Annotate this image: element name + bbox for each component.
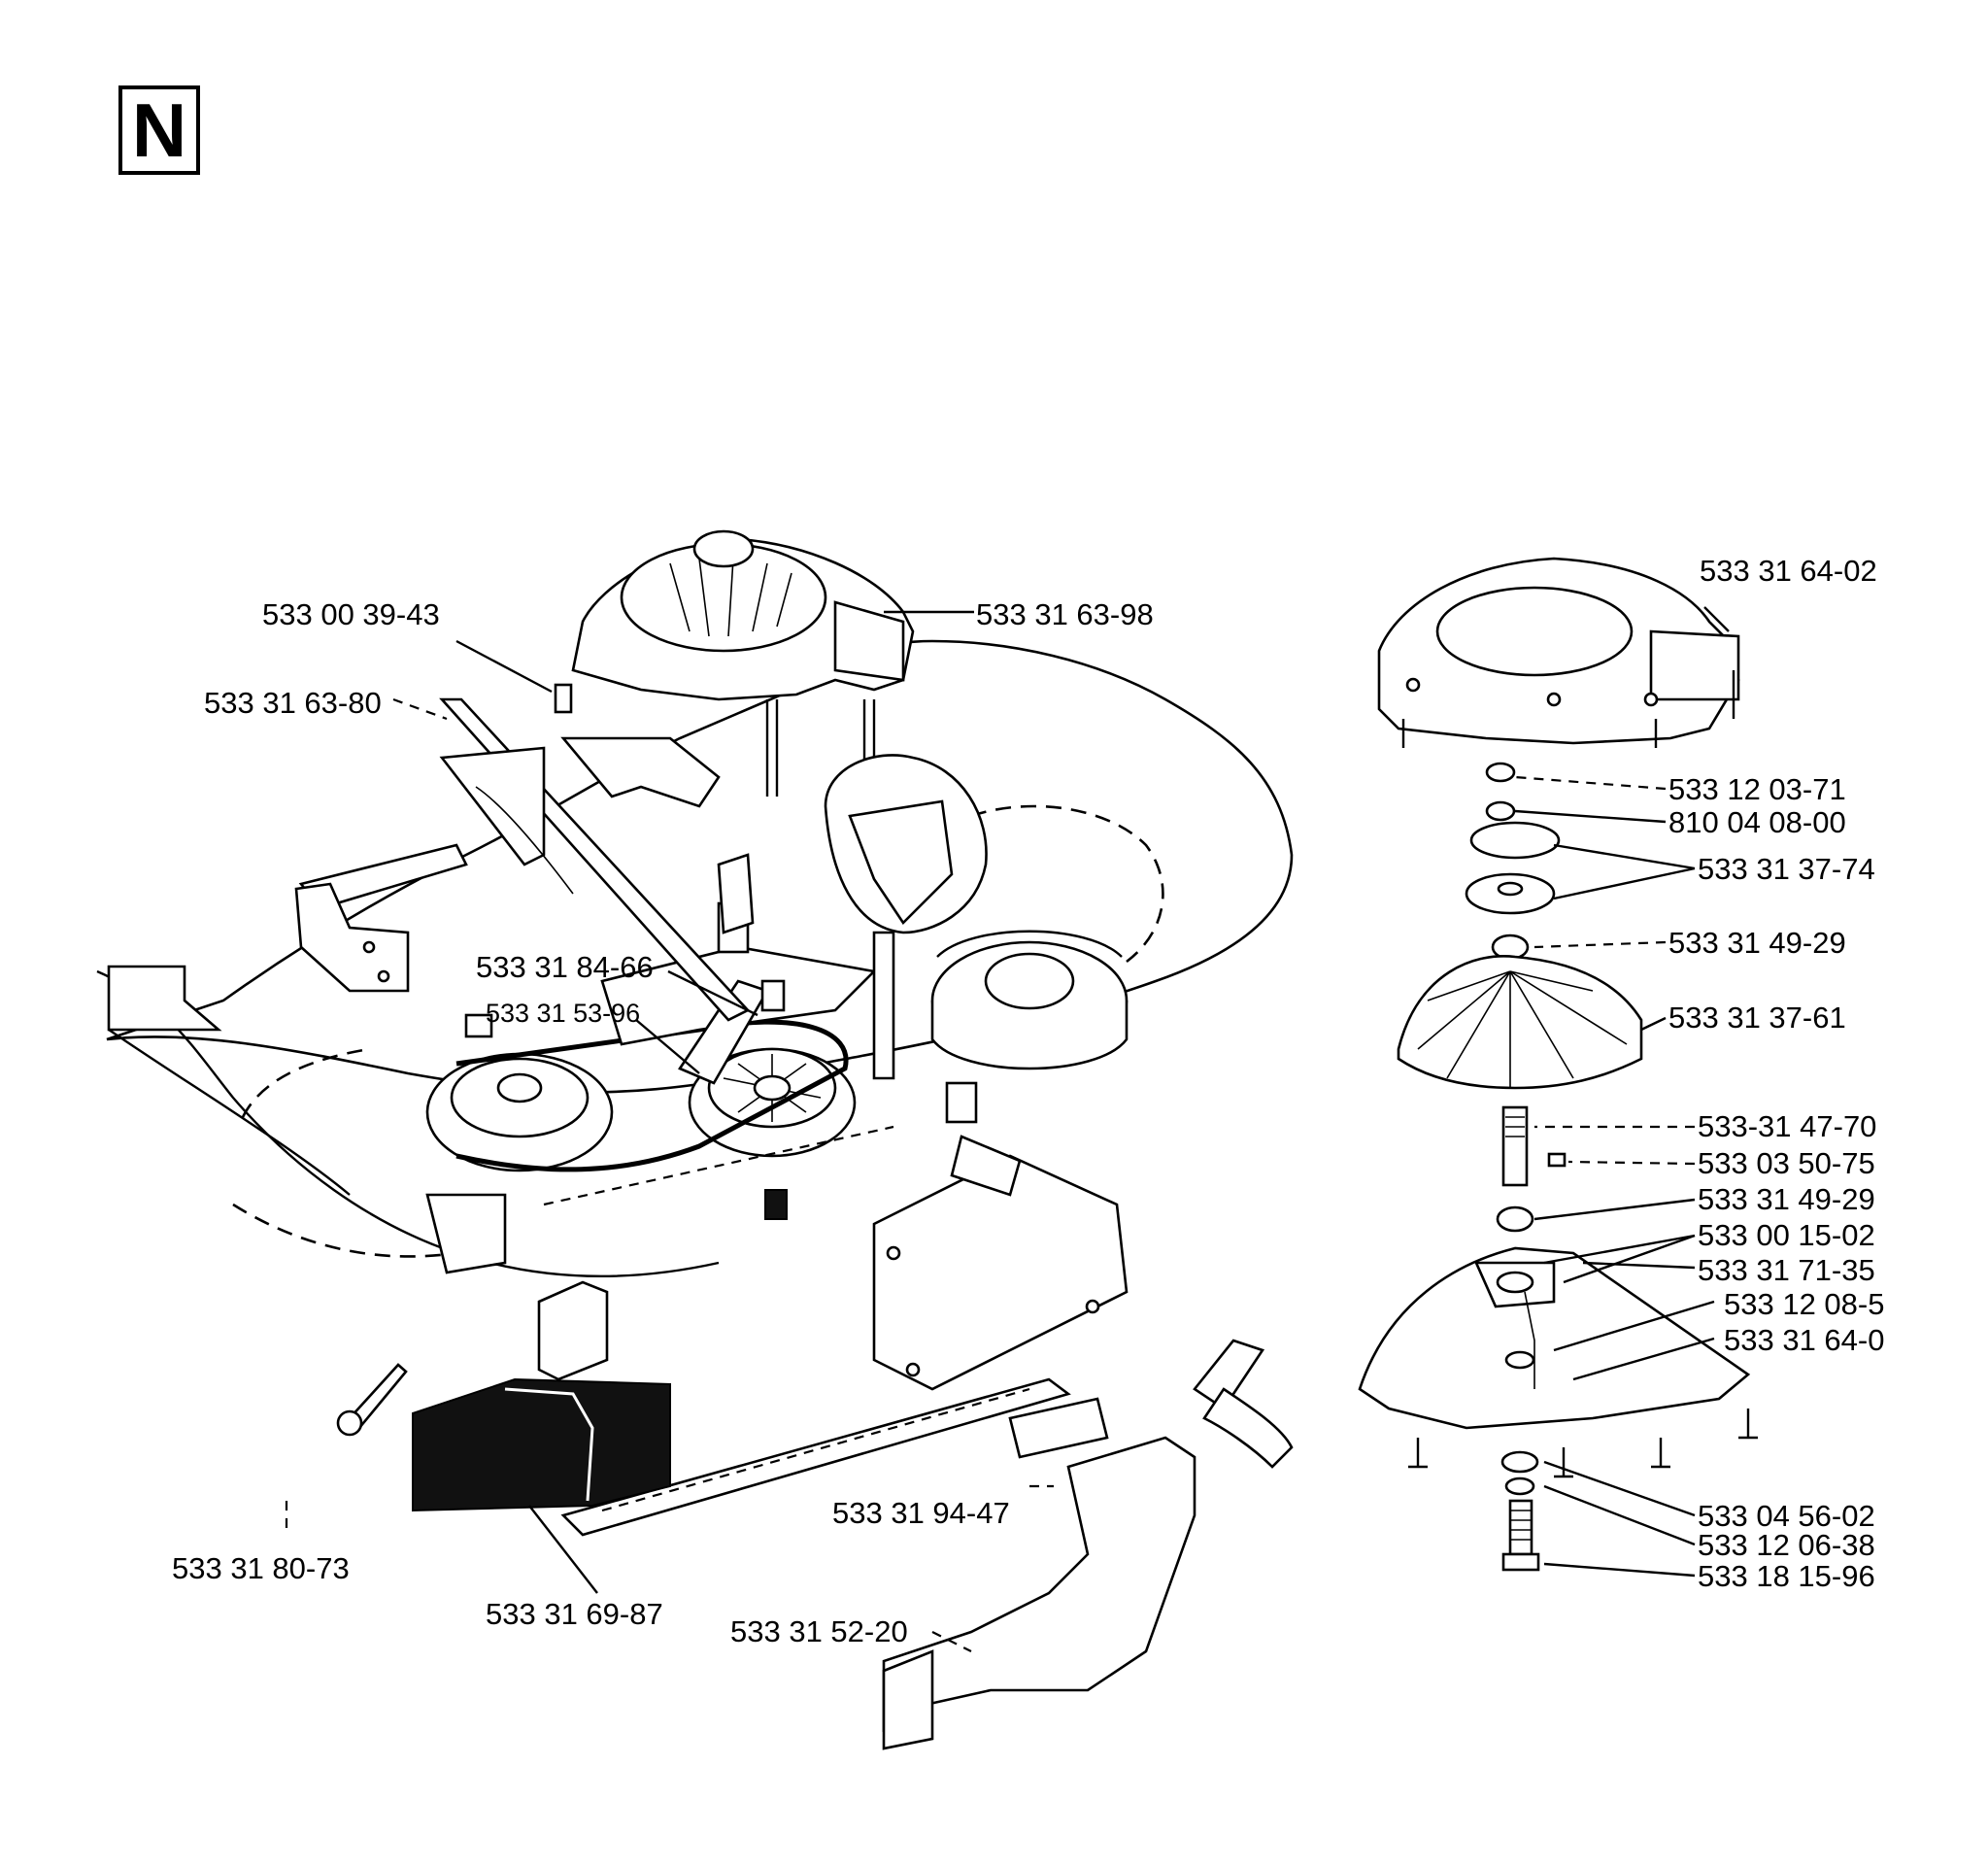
collection-tube <box>336 1339 1294 1750</box>
deck-outer-sweep <box>96 969 720 1278</box>
callout-label: 533 31 63-98 <box>976 597 1154 631</box>
bearing-lower <box>1496 1205 1534 1233</box>
spindle-shaft <box>1501 1105 1529 1187</box>
bolt-bottom <box>1508 1499 1533 1556</box>
pulley-guard <box>824 754 988 934</box>
deck-rail <box>560 1377 1071 1537</box>
washer-bottom <box>1500 1450 1539 1474</box>
callout-label: 810 04 08-00 <box>1668 805 1846 839</box>
deck-mount-bracket <box>537 1280 609 1381</box>
callout-label: 533 31 84-66 <box>476 950 654 984</box>
callout-label: 533 31 64-02 <box>1700 554 1877 588</box>
callout-label: 533 31 49-29 <box>1668 926 1846 960</box>
callout-label: 533 12 06-38 <box>1698 1528 1875 1562</box>
washer-top <box>1485 800 1516 822</box>
callout-label: 533 31 80-73 <box>172 1551 350 1585</box>
drive-belt <box>455 1019 849 1172</box>
callout-label: 533 31 49-29 <box>1698 1182 1875 1216</box>
callout-label: 533 04 56-02 <box>1698 1499 1875 1533</box>
belt-cover-housing <box>554 529 915 797</box>
deck-front-lip <box>232 1203 457 1258</box>
section-letter: N <box>131 87 187 173</box>
callout-label: 533 31 94-47 <box>832 1496 1010 1530</box>
deck-left-corner <box>107 965 222 1032</box>
blower-assembly <box>1358 557 1758 1572</box>
pulley-halves-upper <box>1469 821 1561 860</box>
callout-label: 533-31 47-70 <box>1698 1109 1876 1143</box>
callout-label: 533 31 69-87 <box>486 1597 663 1631</box>
callout-label: 533 00 15-02 <box>1698 1218 1875 1252</box>
callout-label: 533 31 37-61 <box>1668 1001 1846 1035</box>
rear-plate-bracket <box>872 1135 1129 1391</box>
section-letter-box: N <box>118 85 200 175</box>
nut-top <box>1485 762 1516 783</box>
grass-chute <box>412 1377 671 1512</box>
impeller <box>1397 955 1643 1090</box>
callout-label: 533 12 03-71 <box>1668 772 1846 806</box>
callout-label: 533 31 63-80 <box>204 686 382 720</box>
callout-label: 533 31 71-35 <box>1698 1253 1875 1287</box>
mount-plate <box>1358 1246 1751 1430</box>
leader-lines <box>285 606 1730 1652</box>
callout-label: 533 31 64-0 <box>1724 1323 1884 1357</box>
callout-label: 533 18 15-96 <box>1698 1559 1875 1593</box>
pivot-bracket <box>294 882 410 993</box>
callout-labels: 533 00 39-43 533 31 63-98 533 31 63-80 5… <box>172 554 1884 1648</box>
callout-label: 533 00 39-43 <box>262 597 440 631</box>
callout-label: 533 12 08-5 <box>1724 1287 1884 1321</box>
callout-label: 533 31 37-74 <box>1698 852 1875 886</box>
callout-label: 533 31 53-96 <box>486 999 640 1028</box>
lift-linkage <box>294 697 755 1022</box>
callout-label: 533 31 52-20 <box>730 1614 908 1648</box>
callout-label: 533 03 50-75 <box>1698 1146 1875 1180</box>
